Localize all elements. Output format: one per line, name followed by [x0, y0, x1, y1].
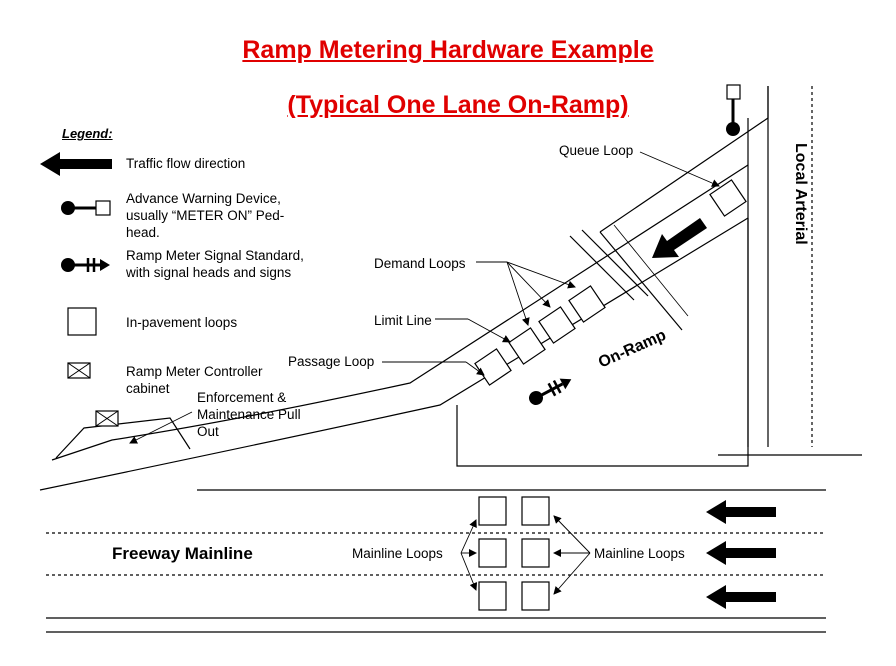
- mainline-loop: [478, 496, 507, 526]
- demand-loop-2: [538, 306, 576, 344]
- legend-label-cabinet: Ramp Meter Controller cabinet: [126, 364, 263, 396]
- freeway-traffic-arrow-icon: [706, 541, 776, 565]
- demand-loops-label: Demand Loops: [374, 256, 466, 271]
- freeway-mainline-road: [46, 489, 826, 633]
- mainline-loop: [478, 538, 507, 568]
- advance-warning-device-icon: [61, 200, 111, 216]
- enforcement-pullout: [55, 417, 191, 459]
- demand-loop-3: [508, 327, 546, 365]
- controller-cabinet-icon: [67, 362, 91, 379]
- title-line-2: (Typical One Lane On-Ramp): [287, 91, 629, 119]
- mainline-loop: [521, 496, 550, 526]
- loop-square-icon: [67, 307, 97, 336]
- mainline-loops-label-right: Mainline Loops: [594, 546, 685, 561]
- legend-label-traffic-flow: Traffic flow direction: [126, 156, 246, 171]
- mainline-loops-label-left: Mainline Loops: [352, 546, 443, 561]
- freeway-traffic-arrow-icon: [706, 585, 776, 609]
- legend-label-advance-warning: Advance Warning Device, usually “METER O…: [126, 191, 285, 240]
- queue-loop-label: Queue Loop: [559, 143, 634, 158]
- passage-loop: [474, 348, 512, 386]
- legend-heading: Legend:: [62, 126, 113, 141]
- limit-line-label: Limit Line: [374, 313, 432, 328]
- demand-loop-1: [568, 285, 606, 323]
- enforcement-pullout-label: Enforcement & Maintenance Pull Out: [197, 390, 301, 439]
- passage-loop-label: Passage Loop: [288, 354, 375, 369]
- freeway-traffic-arrow-icon: [706, 500, 776, 524]
- freeway-mainline-label: Freeway Mainline: [112, 544, 253, 563]
- ramp-meter-signal: [529, 378, 572, 405]
- leader-lines: [129, 151, 720, 595]
- arrow-left-icon: [40, 152, 112, 176]
- mainline-loop: [521, 581, 550, 611]
- on-ramp-road: [39, 86, 769, 491]
- advance-warning-device: [726, 84, 741, 136]
- title-line-1: Ramp Metering Hardware Example: [242, 36, 654, 64]
- legend-label-loops: In-pavement loops: [126, 315, 238, 330]
- legend-label-signal-standard: Ramp Meter Signal Standard, with signal …: [126, 248, 304, 280]
- ramp-traffic-arrow-icon: [652, 218, 707, 258]
- mainline-loop: [478, 581, 507, 611]
- ramp-loops: [474, 179, 747, 386]
- mainline-loop: [521, 538, 550, 568]
- mainline-loops: [478, 496, 550, 611]
- ramp-meter-signal-icon: [61, 258, 110, 272]
- local-arterial-road: [718, 86, 862, 456]
- controller-cabinet: [95, 410, 119, 427]
- queue-loop: [709, 179, 747, 217]
